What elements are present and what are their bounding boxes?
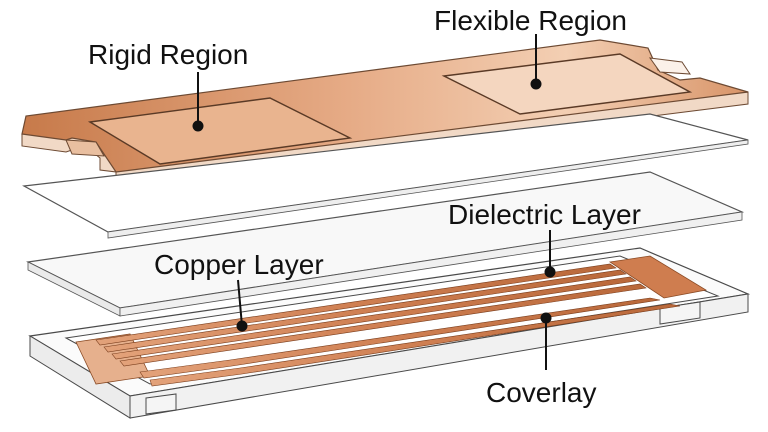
leader-dot-rigid-region [192, 120, 204, 132]
label-flexible-region: Flexible Region [434, 5, 627, 36]
label-copper-layer: Copper Layer [154, 249, 324, 280]
leader-dot-copper-layer [236, 320, 248, 332]
label-dielectric-layer: Dielectric Layer [448, 199, 641, 230]
copper-trace-2 [103, 269, 627, 353]
rigid-region-area [87, 97, 353, 165]
label-rigid-region: Rigid Region [88, 39, 248, 70]
leader-copper-layer [237, 279, 243, 327]
middle-film-edge [107, 139, 749, 239]
copper-trace-4 [119, 283, 647, 367]
copper-trace-3 [111, 276, 637, 360]
dielectric-edge-front [119, 211, 743, 317]
leader-dot-coverlay [540, 312, 552, 324]
coverlay-tab-left [145, 393, 177, 415]
label-coverlay: Coverlay [486, 377, 596, 408]
leader-dot-flexible-region [530, 78, 542, 90]
leader-lines [192, 34, 556, 370]
dielectric-sheet [26, 171, 745, 317]
copper-traces [75, 255, 708, 387]
copper-pad-right [608, 255, 708, 299]
copper-trace-1 [95, 263, 617, 346]
leader-dot-dielectric-layer [544, 266, 556, 278]
copper-trace-5 [139, 297, 661, 379]
board-notch-left [65, 139, 105, 157]
flexible-region-area [441, 53, 693, 115]
middle-film-sheet [22, 113, 749, 239]
rigid-flex-board [21, 39, 749, 185]
copper-trace-6 [149, 303, 681, 387]
board-notch-right [648, 57, 691, 75]
